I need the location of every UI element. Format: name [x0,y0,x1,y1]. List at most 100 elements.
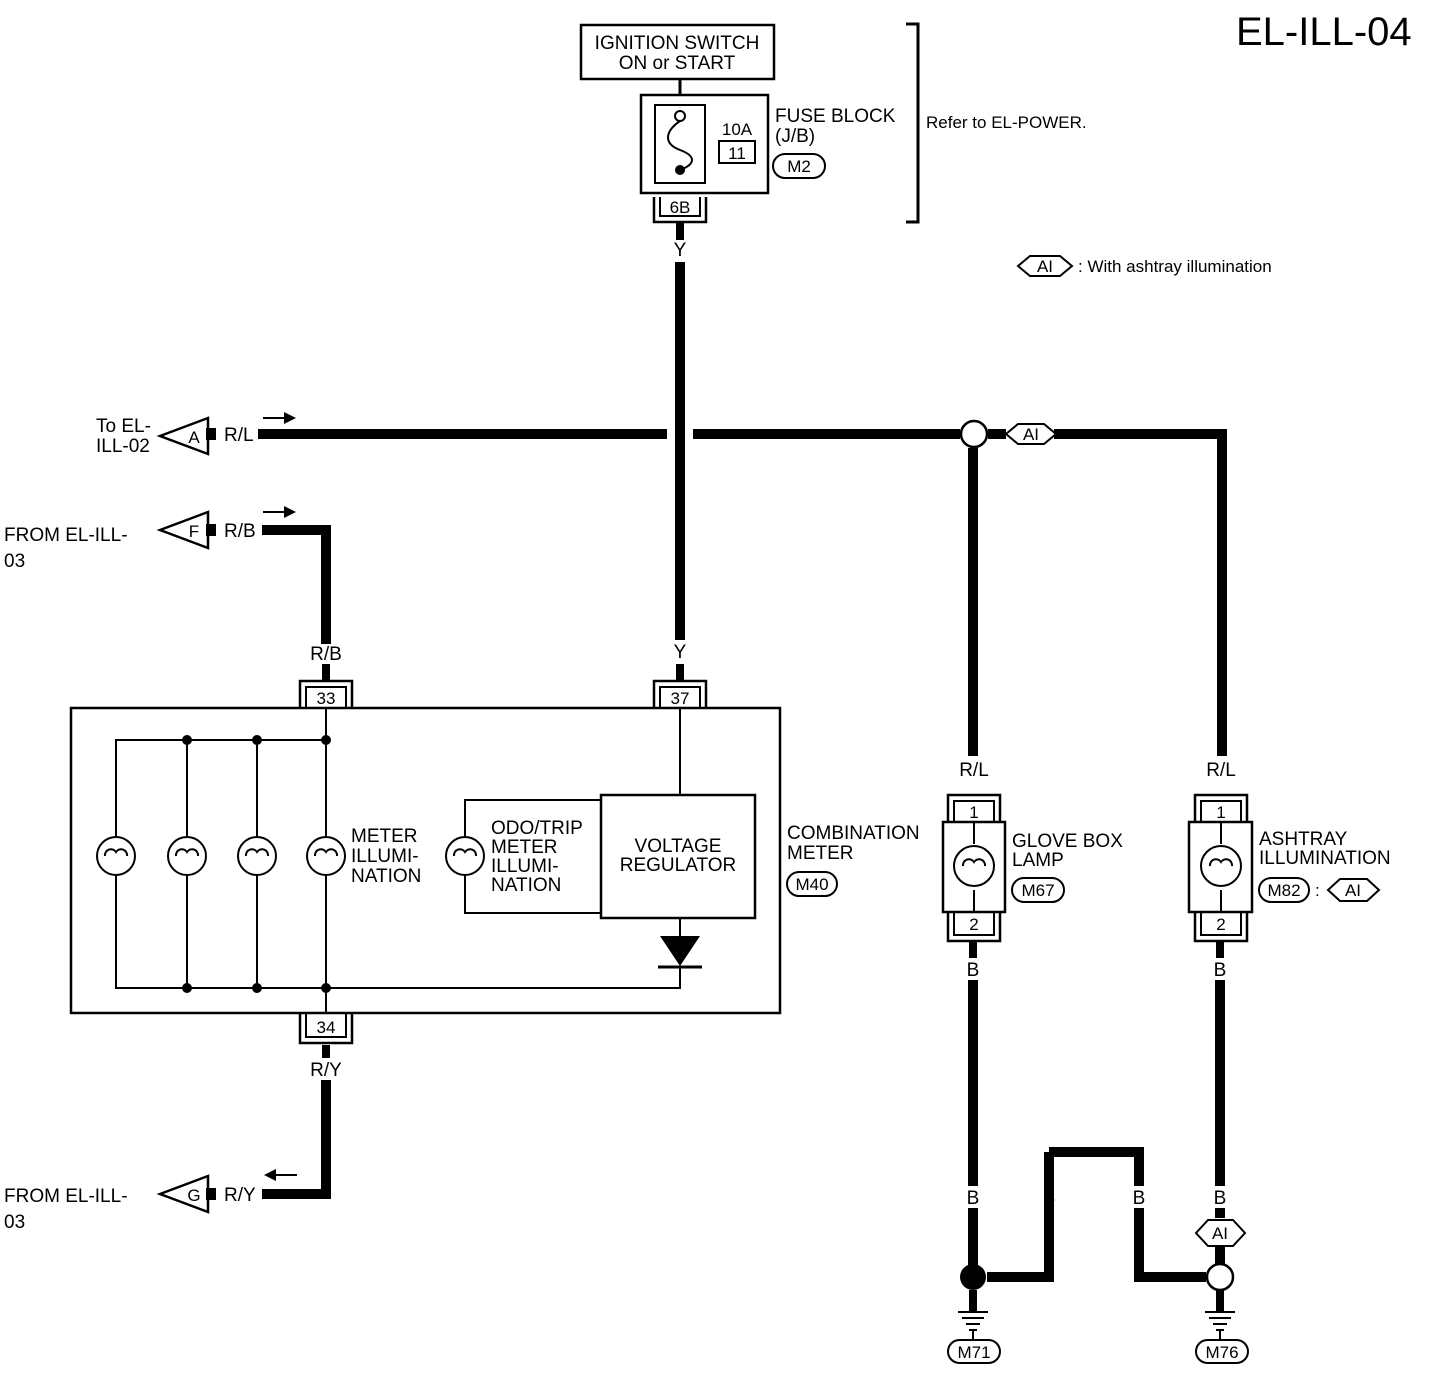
ground-icon [958,1311,988,1331]
legend-description: : With ashtray illumination [1078,257,1272,276]
connector-arrow-icon [156,416,210,456]
ground-m76: M76 [1195,1262,1249,1364]
flow-arrow-icon [264,1169,297,1181]
odo-label-1: ODO/TRIP [491,818,583,839]
ai-diamond-icon [1194,1219,1247,1247]
meter-illum-label-1: METER [351,826,418,847]
connector-pin-6b: 6B [652,197,708,224]
svg-text:A: A [188,428,200,447]
connector-arrow-icon [156,510,210,550]
ground-icon [1205,1311,1235,1331]
bulb-icon [237,836,277,876]
offpage-connector-g: G FROM EL-ILL- 03 [4,1174,216,1233]
ignition-switch: IGNITION SWITCH ON or START [579,23,776,81]
ground-right-id: M76 [1205,1343,1238,1362]
svg-text:G: G [187,1186,200,1205]
wire-b-ashtray: B [1214,960,1227,981]
connector-a-label-2: ILL-02 [96,436,150,457]
ashtray-pin-1: 1 [1216,803,1225,822]
glove-box-lamp: 1 2 [941,793,1007,943]
connector-f-label-1: FROM EL-ILL- [4,525,128,546]
odo-label-3: ILLUMI- [491,856,559,877]
bulb-icon [1200,845,1242,887]
wire-rl-glove: R/L [959,760,989,781]
ashtray-sep: : [1315,881,1320,900]
connector-arrow-icon [156,1174,210,1214]
fuse-connector-id: M2 [787,157,811,176]
bulb-icon [445,836,485,876]
splice-ground-right [1205,1262,1235,1292]
ai-option-label: AI [1023,425,1039,444]
offpage-connector-a: A To EL- ILL-02 [96,416,216,457]
connector-pin-37: 37 [652,679,708,708]
wire-ry-g: R/Y [224,1185,256,1206]
ground-left-id: M71 [957,1343,990,1362]
ashtray-illumination: 1 2 [1187,793,1254,943]
fuse-terminal-top [674,110,686,122]
fuse-block-label-2: (J/B) [775,126,815,147]
page-title: EL-ILL-04 [1236,10,1412,54]
odo-label-4: NATION [491,875,561,896]
meter-connector-id: M40 [795,875,828,894]
ai-diamond-icon [1326,878,1381,902]
meter-name-2: METER [787,843,854,864]
svg-text:F: F [189,522,199,541]
glove-label-1: GLOVE BOX [1012,831,1123,852]
fuse-icon [667,120,693,171]
svg-text:37: 37 [671,689,690,708]
wire-rl-a: R/L [224,425,254,446]
vr-label-1: VOLTAGE [635,836,722,857]
ignition-label-2: ON or START [619,53,736,74]
refer-note: Refer to EL-POWER. [926,113,1087,132]
ignition-label-1: IGNITION SWITCH [595,33,760,54]
offpage-connector-f: F FROM EL-ILL- 03 [4,510,216,572]
wire-b-ground-left: B [967,1188,980,1209]
flow-arrow-icon [263,412,296,424]
wire-b-jumper-left: B [1043,1188,1056,1209]
fuse-block-label-1: FUSE BLOCK [775,106,896,127]
bulb-icon [953,845,995,887]
connector-pin-34: 34 [298,1013,354,1045]
ashtray-option-label: AI [1345,881,1361,900]
fuse-amperage: 10A [722,120,753,139]
bulb-icon [306,836,346,876]
ai-diamond-icon [1016,255,1074,277]
ai-diamond-icon [1004,423,1058,445]
fuse-connector-oval [772,153,826,179]
legend-ai: AI : With ashtray illumination [1016,255,1272,277]
fuse-number: 11 [728,144,746,163]
meter-illum-label-3: NATION [351,866,421,887]
wire-y-top: Y [674,240,687,261]
wire-y-meter: Y [674,642,687,663]
splice-rl [959,419,989,449]
combination-meter: 33 37 34 [69,679,782,1045]
meter-name-1: COMBINATION [787,823,920,844]
wire-ry-meter: R/Y [310,1060,342,1081]
diode-icon [658,936,702,969]
glove-connector-id: M67 [1021,881,1054,900]
ashtray-connector-id: M82 [1267,881,1300,900]
svg-text:34: 34 [317,1018,336,1037]
wire-b-ground-right: B [1214,1188,1227,1209]
meter-illum-label-2: ILLUMI- [351,846,419,867]
svg-text:33: 33 [317,689,336,708]
bulb-icon [96,836,136,876]
ground-m71: M71 [947,1264,1001,1364]
wire-b-jumper-right: B [1133,1188,1146,1209]
ashtray-connector-oval [1258,877,1310,903]
ashtray-pin-2: 2 [1216,915,1225,934]
flow-arrow-icon [263,506,296,518]
ground-option-label: AI [1212,1224,1228,1243]
meter-connector-oval [786,871,838,897]
fuse-block: 10A 11 FUSE BLOCK (J/B) M2 [639,93,896,195]
fuse-terminal-bottom [675,165,685,175]
connector-pin-33: 33 [298,679,354,708]
glove-pin-1: 1 [969,803,978,822]
glove-connector-oval [1011,877,1065,903]
bulb-icon [167,836,207,876]
wire-b-glove: B [967,960,980,981]
wire-rb-f: R/B [224,521,256,542]
fuse-number-box [718,140,756,164]
splice-ground-left [960,1264,986,1290]
